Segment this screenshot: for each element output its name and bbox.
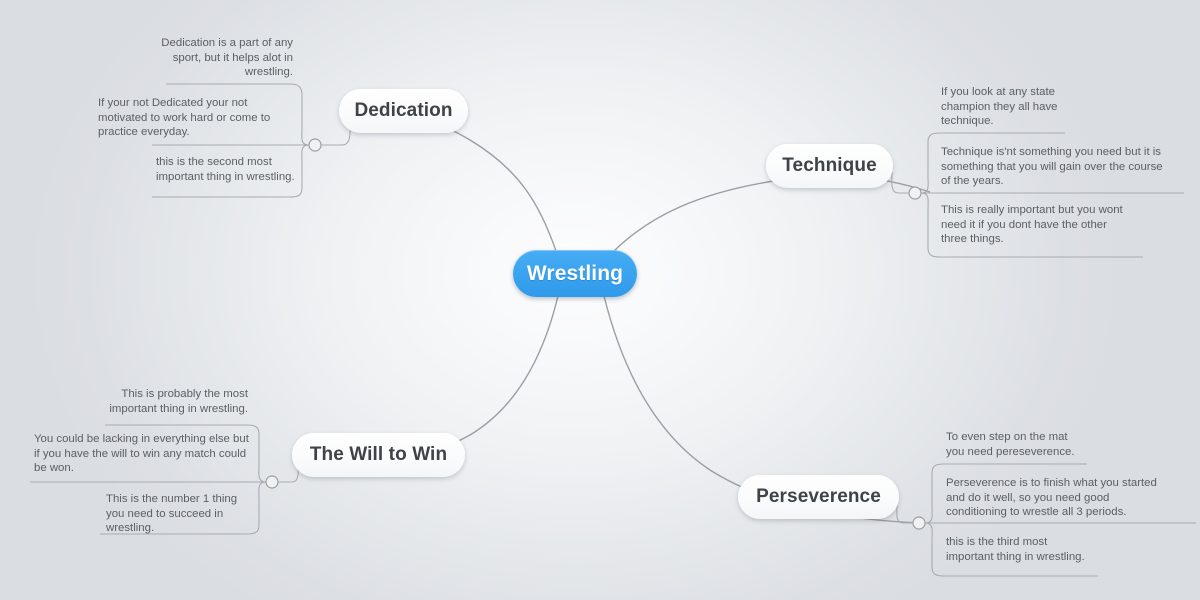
- junction-dedication: [308, 138, 322, 152]
- branch-label-technique: Technique: [782, 155, 877, 176]
- branch-label-perseverance: Perseverence: [756, 486, 881, 507]
- sub-item-perseverance-2[interactable]: Perseverence is to finish what you start…: [946, 477, 1157, 519]
- root-node[interactable]: Wrestling: [513, 250, 637, 297]
- sub-item-technique-2[interactable]: Technique is'nt something you need but i…: [941, 146, 1163, 188]
- sub-item-perseverance-1[interactable]: To even step on the mat you need peresev…: [946, 431, 1075, 458]
- junction-will: [265, 475, 279, 489]
- branch-node-technique[interactable]: Technique: [766, 144, 893, 188]
- sub-item-technique-1[interactable]: If you look at any state champion they a…: [941, 86, 1058, 128]
- junction-technique: [908, 186, 922, 200]
- sub-item-will-2[interactable]: You could be lacking in everything else …: [34, 433, 249, 475]
- sub-item-dedication-2[interactable]: If your not Dedicated your not motivated…: [98, 97, 271, 139]
- branch-node-will[interactable]: The Will to Win: [292, 433, 465, 477]
- sub-item-technique-3[interactable]: This is really important but you wont ne…: [941, 204, 1123, 246]
- branch-label-will: The Will to Win: [309, 444, 448, 465]
- root-node-label: Wrestling: [526, 261, 624, 285]
- branch-label-dedication: Dedication: [354, 100, 453, 121]
- sub-item-dedication-1[interactable]: Dedication is a part of any sport, but i…: [161, 37, 293, 79]
- junction-perseverance: [912, 516, 926, 530]
- sub-item-will-3[interactable]: This is the number 1 thing you need to s…: [106, 493, 238, 535]
- link-technique-node: [891, 171, 909, 194]
- branch-node-dedication[interactable]: Dedication: [339, 89, 468, 133]
- link-perseverance-node: [896, 504, 913, 524]
- sub-item-perseverance-3[interactable]: this is the third most important thing i…: [946, 536, 1085, 563]
- link-root-to-technique: [611, 175, 931, 254]
- branch-node-perseverance[interactable]: Perseverence: [738, 475, 899, 519]
- link-root-to-dedication: [409, 115, 557, 252]
- sub-item-dedication-3[interactable]: this is the second most important thing …: [156, 156, 295, 183]
- sub-item-will-1[interactable]: This is probably the most important thin…: [109, 388, 248, 415]
